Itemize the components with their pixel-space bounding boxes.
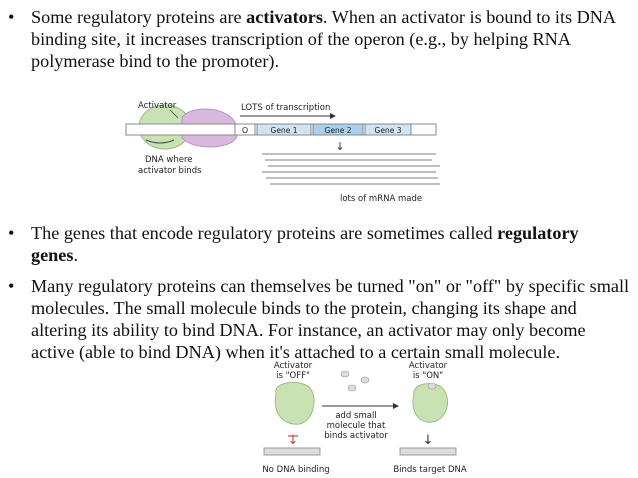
middle-label-1: add small <box>335 411 376 421</box>
dna-site-off <box>263 447 321 456</box>
off-label-2: is "OFF" <box>276 371 310 381</box>
small-molecule-icon <box>347 384 357 392</box>
operator-label: O <box>242 126 248 135</box>
bound-small-molecule-icon <box>427 382 437 390</box>
down-arrow-icon: ↓ <box>335 140 344 153</box>
text-segment: Some regulatory proteins are <box>31 7 247 27</box>
bullet-text: Many regulatory proteins can themselves … <box>31 276 630 362</box>
middle-label-3: binds activator <box>324 431 388 441</box>
down-arrow-icon: ↓ <box>423 433 434 448</box>
activator-switch-diagram: Activator is "OFF" ↓ No DNA binding add … <box>262 361 467 475</box>
dna-site-on <box>399 447 457 456</box>
middle-label-2: molecule that <box>327 421 386 431</box>
transcription-label: LOTS of transcription <box>241 103 330 113</box>
bullet-marker: • <box>8 223 15 243</box>
text-segment: . When an activator is bound to its DNA … <box>31 7 616 71</box>
bullet-marker: • <box>8 7 15 27</box>
bullet-text: Some regulatory proteins are activators.… <box>31 6 630 72</box>
operator-region <box>234 123 256 136</box>
bullet-small-molecules: • Many regulatory proteins can themselve… <box>8 275 630 387</box>
mrna-label: lots of mRNA made <box>340 194 422 204</box>
off-label-1: Activator <box>274 361 313 371</box>
activator-pointer <box>169 109 179 119</box>
bullet-regulatory-genes: • The genes that encode regulatory prote… <box>8 222 630 266</box>
arrowhead-icon <box>393 403 399 409</box>
inactive-activator-protein <box>274 381 315 425</box>
on-label-1: Activator <box>409 361 448 371</box>
no-binding-label: No DNA binding <box>262 465 329 475</box>
gene-1-box <box>256 123 312 136</box>
activator-label: Activator <box>138 101 177 111</box>
bullet-marker: • <box>8 276 15 296</box>
bullet-text: The genes that encode regulatory protein… <box>31 222 630 266</box>
active-activator-protein <box>412 383 448 423</box>
mrna-lines <box>262 153 440 185</box>
gene-2-label: Gene 2 <box>325 126 352 135</box>
bold-term: activators <box>246 7 323 27</box>
arrowhead-icon <box>330 113 336 119</box>
binding-site-brace <box>145 139 175 144</box>
gene-3-box <box>364 123 412 136</box>
binding-site-label-1: DNA where <box>145 155 193 165</box>
small-molecule-icon <box>340 370 350 378</box>
bullet-activators: • Some regulatory proteins are activator… <box>8 6 630 74</box>
binding-site-label-2: activator binds <box>138 166 202 176</box>
gene-3-label: Gene 3 <box>375 126 402 135</box>
text-segment: The genes that encode regulatory protein… <box>31 223 498 243</box>
gene-2-box <box>312 123 364 136</box>
bold-term: regulatory genes <box>31 223 579 265</box>
blocked-arrow-icon: ↓ <box>288 433 299 448</box>
text-segment: . <box>73 245 78 265</box>
gene-1-label: Gene 1 <box>271 126 298 135</box>
small-molecule-icon <box>360 376 370 384</box>
binds-label: Binds target DNA <box>393 465 467 475</box>
on-label-2: is "ON" <box>413 371 443 381</box>
activator-operon-diagram: P O Gene 1 Gene 2 Gene 3 Activator LOTS … <box>125 101 440 204</box>
